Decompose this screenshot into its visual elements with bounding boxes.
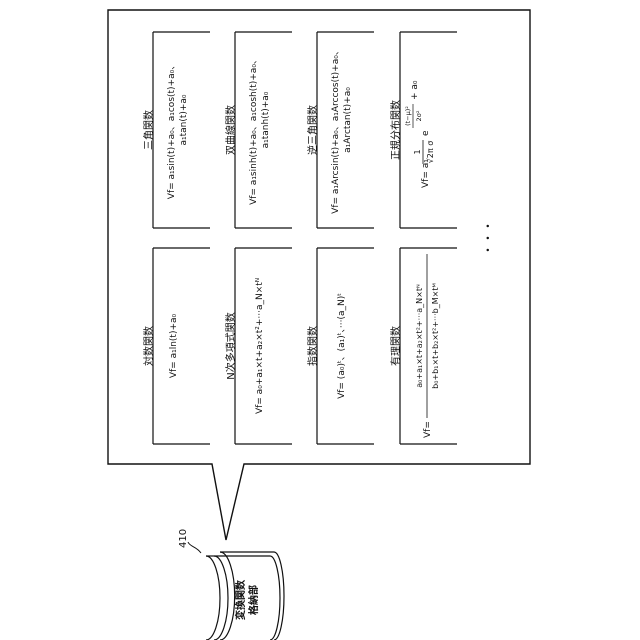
reference-leader [188, 542, 201, 553]
function-formula: Vf= a₁sin(t)+a₀、a₁cos(t)+a₀、 [167, 61, 177, 199]
rational-numerator: a₀+a₁×t+a₂×t²+···a_N×tᴺ [415, 284, 424, 388]
function-title: 双曲線関数 [224, 105, 237, 155]
function-formula: Vf= a₁ln(t)+a₀ [169, 313, 179, 378]
exponent-numerator: (t−μ)² [404, 106, 412, 126]
function-formula: Vf= a₀+a₁×t+a₂×t²+···a_N×tᴺ [255, 278, 265, 414]
coefficient-denominator: √2π σ [426, 141, 435, 164]
function-formula: Vf= (a₀)ᵗ、(a₁)ᵗ、···(a_N)ᵗ [337, 293, 347, 399]
function-formula: Vf= a₁sinh(t)+a₀、a₁cosh(t)+a₀、 [249, 55, 259, 205]
function-title: N次多項式関数 [224, 312, 237, 379]
rational-denominator: b₀+b₁×t+b₂×t²+···b_M×tᴹ [431, 283, 440, 389]
exponent-denominator: 2σ² [415, 110, 423, 121]
function-formula: a₁tanh(t)+a₀ [261, 91, 271, 148]
coefficient-numerator: 1 [413, 149, 422, 154]
function-title: 有理関数 [389, 326, 402, 366]
storage-cylinder: 変換関数 格納部 [206, 552, 284, 640]
reference-number: 410 [178, 529, 189, 548]
continuation-ellipsis: ・・・ [481, 220, 495, 256]
function-formula: Vf= a₁Arcsin(t)+a₀、a₁Arccos(t)+a₀、 [331, 46, 341, 214]
formula-suffix: + a₀ [410, 80, 420, 100]
function-title: 正規分布関数 [389, 100, 402, 160]
storage-label-line2: 格納部 [247, 585, 260, 615]
function-title: 逆三角関数 [306, 105, 319, 155]
function-formula: a₁tan(t)+a₀ [179, 94, 189, 145]
function-title: 対数関数 [142, 326, 155, 366]
function-title: 指数関数 [306, 326, 319, 366]
storage-label-line1: 変換関数 [234, 579, 247, 620]
function-formula: a₁Arctan(t)+a₀ [343, 87, 353, 153]
euler-e: e [421, 130, 431, 136]
formula-prefix: Vf= [423, 421, 433, 438]
function-title: 三角関数 [142, 110, 155, 150]
